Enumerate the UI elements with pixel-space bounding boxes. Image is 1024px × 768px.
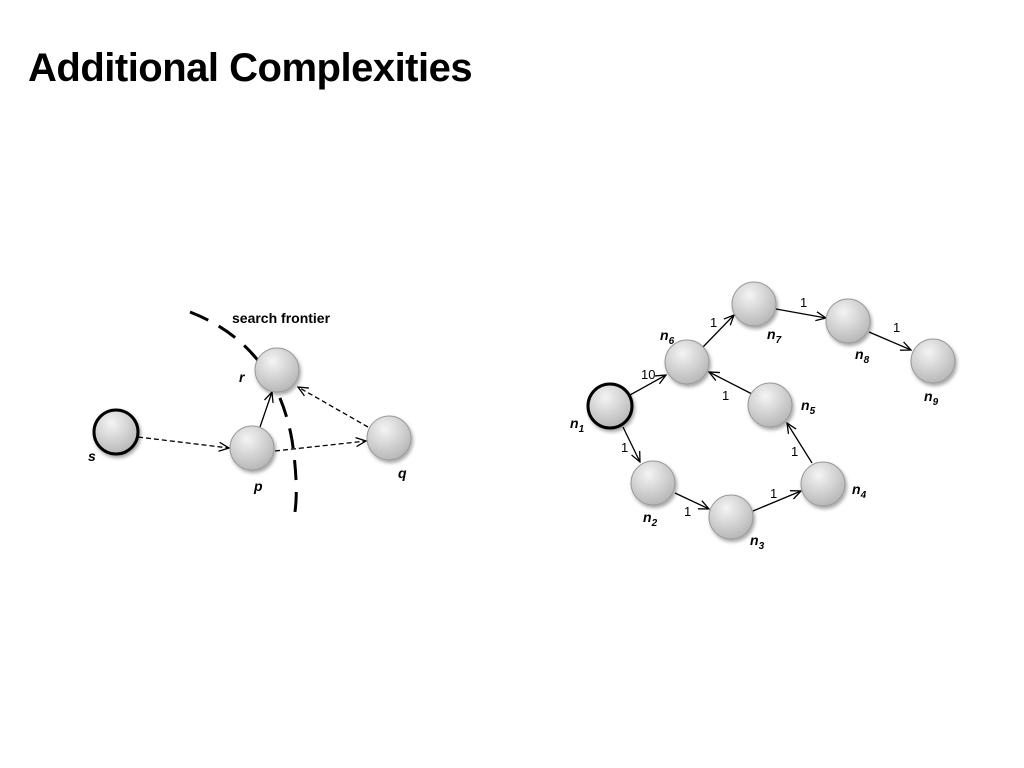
- right-node-n9: [910, 338, 956, 384]
- left-node-s: [92, 408, 140, 456]
- right-node-n7: [731, 281, 777, 327]
- right-edge-n3-n4: [752, 491, 801, 512]
- right-graph: 10 1 1 1 1 1 1 1 1 n1 n2 n3 n4 n5 n6 n7 n8 n9: [570, 281, 956, 552]
- right-node-label-n2: n2: [643, 509, 658, 529]
- right-node-label-n1: n1: [570, 415, 585, 435]
- right-edge-weight-n1-n2: 1: [621, 440, 628, 455]
- right-node-label-n8: n8: [855, 346, 870, 366]
- right-edge-n5-n6: [709, 372, 753, 395]
- right-node-label-n9: n9: [924, 388, 939, 408]
- right-node-label-n5: n5: [801, 397, 816, 417]
- right-edge-n2-n3: [674, 492, 709, 509]
- left-node-q: [366, 415, 412, 461]
- left-edge-q-r: [298, 387, 369, 428]
- left-edge-p-q: [274, 441, 366, 452]
- right-edge-weight-n1-n6: 10: [641, 367, 655, 382]
- right-edge-weight-n2-n3: 1: [684, 504, 691, 519]
- search-frontier-label: search frontier: [232, 310, 331, 326]
- left-edge-p-r: [259, 392, 272, 428]
- right-node-label-n6: n6: [660, 327, 675, 347]
- right-node-n3: [708, 494, 754, 540]
- search-frontier-curve: [189, 310, 298, 523]
- left-node-r: [254, 347, 300, 393]
- left-node-label-r: r: [239, 369, 246, 385]
- right-node-label-n3: n3: [750, 532, 765, 552]
- right-node-n8: [825, 298, 871, 344]
- left-node-label-q: q: [398, 465, 407, 481]
- right-edge-n8-n9: [868, 331, 911, 350]
- right-node-n1: [586, 382, 634, 430]
- right-edge-weight-n6-n7: 1: [710, 315, 717, 330]
- right-edge-weight-n8-n9: 1: [893, 320, 900, 335]
- slide-title: Additional Complexities: [28, 46, 473, 90]
- left-edge-s-p: [137, 436, 229, 448]
- right-node-label-n4: n4: [852, 481, 867, 501]
- right-edge-n4-n5: [787, 423, 813, 464]
- left-node-label-s: s: [88, 448, 96, 464]
- left-graph: search frontier s p r q: [88, 310, 412, 523]
- right-node-n6: [664, 339, 710, 385]
- right-node-label-n7: n7: [767, 326, 782, 346]
- left-node-p: [229, 425, 275, 471]
- right-node-n2: [630, 460, 676, 506]
- right-edge-n6-n7: [702, 315, 734, 348]
- left-node-label-p: p: [253, 478, 263, 494]
- right-edge-weight-n4-n5: 1: [791, 444, 798, 459]
- right-edge-weight-n5-n6: 1: [722, 388, 729, 403]
- right-edge-n1-n6: [629, 375, 666, 396]
- right-node-n5: [747, 382, 793, 428]
- right-edge-weight-n7-n8: 1: [800, 295, 807, 310]
- right-edge-weight-n3-n4: 1: [770, 486, 777, 501]
- right-node-n4: [800, 461, 846, 507]
- right-edge-n1-n2: [622, 426, 640, 462]
- right-edge-n7-n8: [775, 308, 826, 318]
